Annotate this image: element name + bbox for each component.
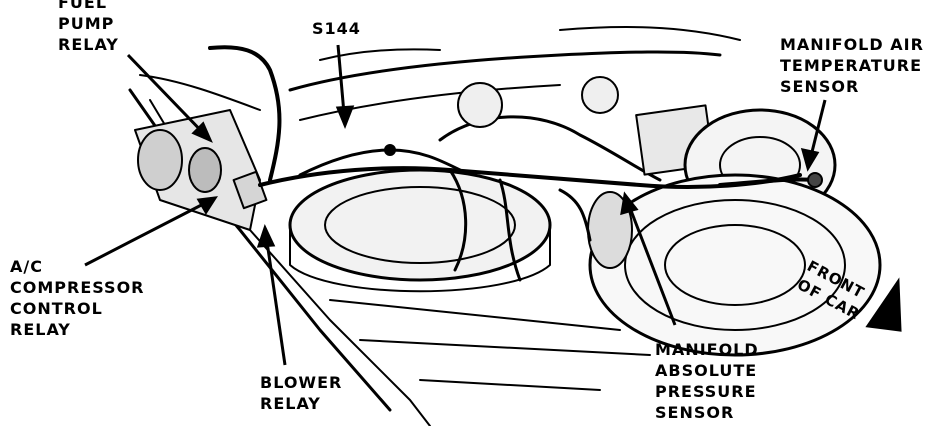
air-cleaner-inner bbox=[324, 186, 516, 264]
firewall-inner bbox=[299, 84, 561, 121]
manifold-air-temp-arrowhead bbox=[800, 148, 820, 172]
wiring-harness-branch-1 bbox=[448, 168, 468, 272]
fuel-pump-relay-leader bbox=[126, 53, 212, 142]
wiring-harness-up bbox=[208, 45, 282, 182]
air-cleaner-base bbox=[289, 224, 551, 293]
s144-arrowhead bbox=[335, 105, 355, 130]
body-line-3 bbox=[419, 379, 601, 391]
wiring-harness-branch-2 bbox=[498, 178, 522, 282]
blower-relay-arrowhead bbox=[256, 223, 276, 248]
fuel-pump-relay-arrowhead bbox=[191, 121, 213, 143]
wiring-harness-branch-3 bbox=[558, 188, 592, 242]
fuel-pump-relay-label: FUEL PUMP RELAY bbox=[58, 0, 119, 54]
mat-sensor-connector bbox=[807, 172, 823, 188]
s144-splice bbox=[384, 144, 396, 156]
firewall-top bbox=[288, 50, 722, 92]
map-sensor-leader bbox=[623, 194, 677, 326]
s144-label: S144 bbox=[312, 19, 361, 38]
front-wheel-hub bbox=[664, 224, 806, 306]
ac-relay-leader bbox=[84, 196, 216, 267]
front-of-car-arrow bbox=[865, 277, 902, 332]
blower-relay-label: BLOWER RELAY bbox=[260, 373, 343, 413]
manifold-absolute-pressure-sensor-label: MANIFOLD ABSOLUTE PRESSURE SENSOR bbox=[655, 340, 759, 422]
fuel-pump-relay-body bbox=[137, 129, 183, 191]
ac-relay-arrowhead bbox=[196, 196, 218, 215]
hood-line-1 bbox=[319, 48, 441, 61]
manifold-air-temperature-sensor-label: MANIFOLD AIR TEMPERATURE SENSOR bbox=[780, 35, 924, 96]
fender-edge bbox=[128, 88, 392, 412]
hood-line-3 bbox=[139, 74, 261, 111]
throttle-body bbox=[457, 82, 503, 128]
body-line-1 bbox=[329, 299, 621, 331]
ac-compressor-relay-body bbox=[188, 147, 222, 193]
front-wheel-inner bbox=[624, 199, 846, 331]
blower-relay-leader bbox=[263, 227, 287, 366]
body-line-2 bbox=[359, 339, 651, 356]
front-wheel bbox=[588, 173, 882, 357]
hood-line-2 bbox=[559, 26, 741, 41]
ac-compressor-control-relay-label: A/C COMPRESSOR CONTROL RELAY bbox=[10, 257, 145, 339]
reservoir-cap bbox=[581, 76, 619, 114]
map-sensor-arrowhead bbox=[620, 191, 639, 216]
